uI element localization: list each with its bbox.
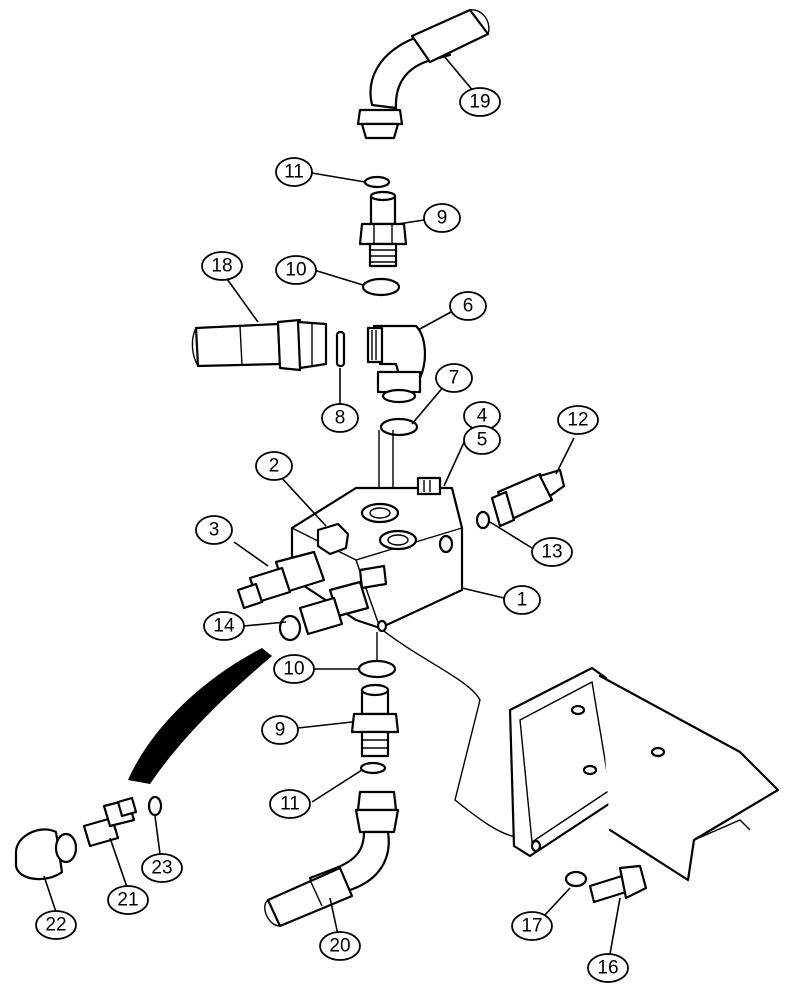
- callout-16-label: 16: [597, 958, 618, 979]
- part-4-5-top-valve: [416, 476, 442, 496]
- callout-10-lower-label: 10: [283, 659, 304, 680]
- callout-2: 2: [255, 451, 293, 481]
- callout-7: 7: [435, 363, 473, 393]
- part-12-pressure-switch: [490, 468, 566, 528]
- callout-13: 13: [531, 537, 573, 567]
- callout-17: 17: [511, 911, 553, 941]
- callout-14: 14: [203, 611, 245, 641]
- callout-10-upper-label: 10: [285, 260, 306, 281]
- callout-11-upper: 11: [275, 157, 313, 187]
- callout-10-upper: 10: [275, 255, 317, 285]
- part-18-horizontal-hose: [191, 318, 328, 372]
- callout-11-lower-label: 11: [280, 794, 300, 815]
- callout-23-label: 23: [151, 858, 172, 879]
- callout-10-lower: 10: [273, 654, 315, 684]
- callout-1: 1: [503, 585, 541, 615]
- part-2-plug: [316, 522, 350, 556]
- callout-5: 5: [463, 425, 501, 455]
- callout-16: 16: [587, 953, 629, 983]
- part-10-upper-oring: [361, 277, 401, 297]
- callout-22: 22: [35, 910, 77, 940]
- part-19-upper-hose: [356, 8, 490, 140]
- callout-19: 19: [459, 87, 501, 117]
- callout-9-upper-label: 9: [437, 208, 448, 229]
- callout-20: 20: [319, 931, 361, 961]
- callout-4-label: 4: [477, 406, 488, 427]
- callout-9-upper: 9: [423, 203, 461, 233]
- callout-9-lower-label: 9: [275, 720, 286, 741]
- callout-5-label: 5: [477, 430, 488, 451]
- callout-9-lower: 9: [261, 715, 299, 745]
- callout-22-label: 22: [45, 915, 66, 936]
- callout-21: 21: [107, 885, 149, 915]
- part-20-lower-hose: [264, 790, 400, 928]
- part-14-fitting: [278, 580, 370, 642]
- part-11-lower-oring: [359, 761, 387, 775]
- part-11-upper-oring: [363, 175, 391, 189]
- callout-3-label: 3: [209, 520, 220, 541]
- callout-12: 12: [557, 405, 599, 435]
- callout-13-label: 13: [541, 542, 562, 563]
- callout-18: 18: [201, 251, 243, 281]
- part-22-dust-cap: [14, 828, 78, 881]
- part-13-oring: [475, 510, 491, 530]
- part-7-oring: [379, 417, 419, 437]
- callout-6-label: 6: [463, 296, 474, 317]
- part-9-lower-adapter: [350, 683, 400, 758]
- part-23-oring: [147, 795, 163, 817]
- callout-11-upper-label: 11: [284, 162, 304, 183]
- callout-23: 23: [141, 853, 183, 883]
- part-16-bolt: [588, 864, 648, 904]
- callout-2-label: 2: [269, 456, 280, 477]
- callout-6: 6: [449, 291, 487, 321]
- callout-18-label: 18: [211, 256, 232, 277]
- callout-11-lower: 11: [269, 789, 311, 819]
- callout-1-label: 1: [517, 590, 528, 611]
- callout-21-label: 21: [117, 890, 138, 911]
- callout-8: 8: [321, 403, 359, 433]
- callout-12-label: 12: [567, 410, 588, 431]
- part-10-lower-oring: [357, 659, 397, 679]
- callout-8-label: 8: [335, 408, 346, 429]
- swoosh-arrow: [128, 648, 272, 784]
- callout-20-label: 20: [329, 936, 350, 957]
- part-6-elbow-fitting: [366, 324, 426, 404]
- part-3-valve-cartridge: [236, 550, 326, 610]
- callout-19-label: 19: [469, 92, 490, 113]
- mounting-bracket: [508, 666, 780, 882]
- part-9-upper-adapter: [358, 190, 408, 268]
- callout-7-label: 7: [449, 368, 460, 389]
- callout-4: 4: [463, 401, 501, 431]
- callout-3: 3: [195, 515, 233, 545]
- part-17-washer: [564, 870, 588, 888]
- part-8-seal: [335, 330, 346, 368]
- callout-17-label: 17: [521, 916, 542, 937]
- callout-14-label: 14: [213, 616, 235, 637]
